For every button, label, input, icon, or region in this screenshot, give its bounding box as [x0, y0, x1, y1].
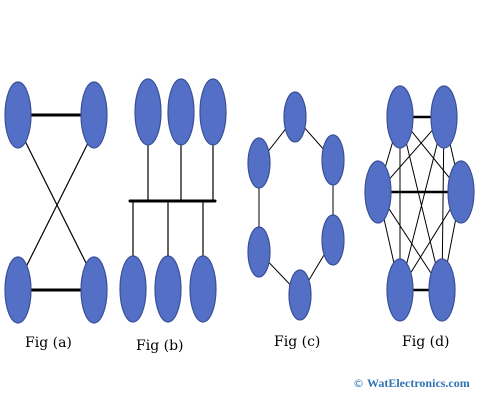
figure-a: [4, 81, 108, 324]
caption-fig-b: Fig (b): [136, 338, 184, 354]
node-d-mid-left: [364, 160, 392, 224]
caption-fig-c: Fig (c): [274, 334, 320, 350]
node-c-upper-left: [247, 137, 271, 189]
figure-b: [119, 78, 227, 323]
node-a-bottom-right: [80, 256, 108, 324]
node-a-top-right: [80, 81, 108, 149]
node-c-upper-right: [321, 134, 345, 186]
figure-c: [247, 91, 345, 321]
node-d-top-left: [386, 85, 414, 149]
node-d-mid-right: [447, 160, 475, 224]
node-d-bottom-right: [428, 258, 456, 322]
edge-d-8: [399, 116, 445, 291]
node-b-top-2: [167, 78, 195, 146]
edge-d-5: [399, 116, 443, 291]
copyright-icon: ©: [353, 377, 364, 390]
node-c-lower-left: [247, 226, 271, 278]
watermark-text: WatElectronics.com: [367, 376, 470, 390]
figure-d: [364, 85, 475, 322]
caption-fig-a: Fig (a): [25, 335, 72, 351]
node-b-top-3: [199, 78, 227, 146]
node-a-bottom-left: [4, 256, 32, 324]
node-b-top-1: [134, 78, 162, 146]
node-b-bottom-2: [154, 255, 182, 323]
node-c-top: [283, 91, 307, 143]
node-a-top-left: [4, 81, 32, 149]
node-b-bottom-1: [119, 255, 147, 323]
node-c-lower-right: [321, 214, 345, 266]
node-b-bottom-3: [189, 255, 217, 323]
watermark: © WatElectronics.com: [353, 376, 470, 390]
node-d-bottom-left: [386, 258, 414, 322]
caption-fig-d: Fig (d): [402, 334, 450, 350]
node-c-bottom: [288, 269, 312, 321]
edge-a-cross-2: [21, 134, 93, 276]
node-d-top-right: [430, 85, 458, 149]
